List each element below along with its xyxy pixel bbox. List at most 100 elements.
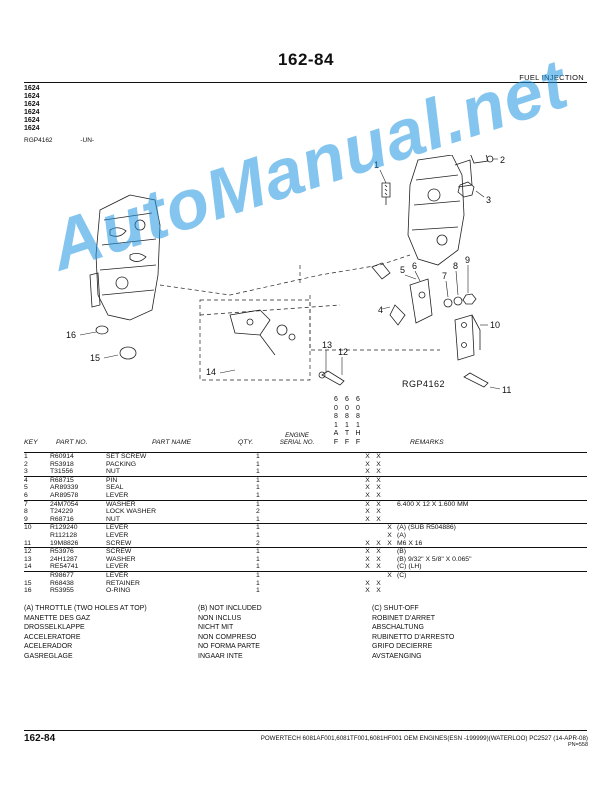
footer-rule xyxy=(24,730,587,731)
model-column-char: 6 xyxy=(356,396,360,403)
engine-serial xyxy=(316,540,362,548)
note-line: AVSTAENGING xyxy=(372,652,422,660)
part-remarks xyxy=(395,475,587,485)
model-mark-hf xyxy=(384,556,395,564)
engine-serial xyxy=(316,547,362,556)
footer-pn: PN=558 xyxy=(567,742,588,748)
model-mark-tf: X xyxy=(376,508,381,516)
part-number: 24M7054 xyxy=(50,499,106,509)
model-mark-tf: X xyxy=(373,499,384,509)
callout-4: 4 xyxy=(378,305,383,315)
model-column-char: 6 xyxy=(345,396,349,403)
model-mark-tf: X xyxy=(373,475,384,485)
part-qty: 1 xyxy=(252,523,316,532)
callout-10: 10 xyxy=(490,320,500,330)
model-list: 1624 1624 1624 1624 1624 1624 xyxy=(24,85,40,133)
callout-14: 14 xyxy=(206,367,216,377)
part-name: NUT xyxy=(106,515,120,523)
model-column-char: 1 xyxy=(334,421,338,429)
note-b: (B) NOT INCLUDED NON INCLUS NICHT MIT NO… xyxy=(198,604,262,661)
part-name: PACKING xyxy=(106,460,137,468)
part-number: T24229 xyxy=(50,508,74,516)
part-key: 11 xyxy=(24,539,32,547)
part-remarks: (A) xyxy=(397,531,407,539)
callout-5: 5 xyxy=(400,265,405,275)
model-mark-tf: X xyxy=(376,484,381,492)
model-column-char: A xyxy=(333,430,339,438)
washer-drawing xyxy=(443,298,453,308)
model-mark-af: X xyxy=(365,515,370,523)
callout-7: 7 xyxy=(442,271,447,281)
model-mark-hf xyxy=(384,547,395,556)
part-key: 6 xyxy=(24,491,28,499)
model-mark-af: X xyxy=(362,547,373,556)
note-line: NON INCLUS xyxy=(198,614,242,622)
part-key: 12 xyxy=(24,547,50,556)
part-qty: 1 xyxy=(256,563,260,571)
model-mark-hf xyxy=(384,468,395,476)
part-key: 5 xyxy=(24,484,28,492)
part-remarks xyxy=(395,484,587,492)
figure-ref-code: RGP4162 xyxy=(24,137,53,144)
model-mark-af: X xyxy=(365,555,370,563)
model-mark-hf xyxy=(384,516,395,524)
part-number: R53976 xyxy=(50,547,106,556)
part-number: T31556 xyxy=(50,468,74,476)
part-name: LEVER xyxy=(106,570,252,580)
callout-15: 15 xyxy=(90,353,100,363)
exploded-parts-diagram: 1 2 3 4 5 6 7 8 9 10 11 12 13 14 15 16 R… xyxy=(66,155,511,395)
part-number: AR89578 xyxy=(50,491,79,499)
model-mark-af xyxy=(362,570,373,580)
note-line: ROBINET D'ARRET xyxy=(372,614,436,622)
model-mark-af: X xyxy=(365,563,370,571)
part-remarks xyxy=(395,516,587,524)
part-remarks: 6.400 X 12 X 1.600 MM xyxy=(395,499,587,509)
model-code: 1624 xyxy=(24,85,40,92)
col-header-engine-serial: ENGINE SERIAL NO. xyxy=(267,432,327,446)
model-code: 1624 xyxy=(24,101,40,108)
part-qty: 1 xyxy=(252,570,316,580)
model-column-char: 6 xyxy=(334,396,338,403)
model-mark-hf xyxy=(384,484,395,492)
engine-serial xyxy=(316,587,362,595)
engine-serial xyxy=(316,484,362,492)
part-number: R68438 xyxy=(50,579,74,587)
part-name: LEVER xyxy=(106,531,129,539)
note-a: (A) THROTTLE (TWO HOLES AT TOP) MANETTE … xyxy=(24,604,147,661)
part-key xyxy=(24,532,50,540)
model-mark-tf: X xyxy=(373,451,384,461)
part-qty: 1 xyxy=(252,547,316,556)
part-key: 9 xyxy=(24,515,28,523)
part-number: 19M8826 xyxy=(50,539,79,547)
part-number: R53955 xyxy=(50,587,74,595)
model-mark-af: X xyxy=(362,499,373,509)
model-mark-hf: X xyxy=(387,531,392,539)
model-mark-hf: X xyxy=(384,523,395,532)
part-qty: 1 xyxy=(256,555,260,563)
callout-3: 3 xyxy=(486,195,491,205)
part-key: 10 xyxy=(24,523,50,532)
model-mark-hf xyxy=(384,492,395,500)
part-remarks: M6 X 16 xyxy=(397,539,423,547)
model-column-1: 6 0 8 1 A F xyxy=(332,396,340,448)
engine-serial xyxy=(316,516,362,524)
part-name: NUT xyxy=(106,468,120,476)
model-mark-hf xyxy=(384,499,395,509)
part-number: R129240 xyxy=(50,523,106,532)
model-mark-tf: X xyxy=(376,460,381,468)
note-line: (A) THROTTLE (TWO HOLES AT TOP) xyxy=(24,605,147,612)
part-name: LOCK WASHER xyxy=(106,508,156,516)
model-column-char: 8 xyxy=(334,413,338,421)
engine-serial xyxy=(316,475,362,485)
note-line: NON COMPRESO xyxy=(198,633,257,641)
part-name: LEVER xyxy=(106,523,252,532)
model-mark-af: X xyxy=(365,460,370,468)
model-mark-af xyxy=(362,523,373,532)
model-code: 1624 xyxy=(24,117,40,124)
